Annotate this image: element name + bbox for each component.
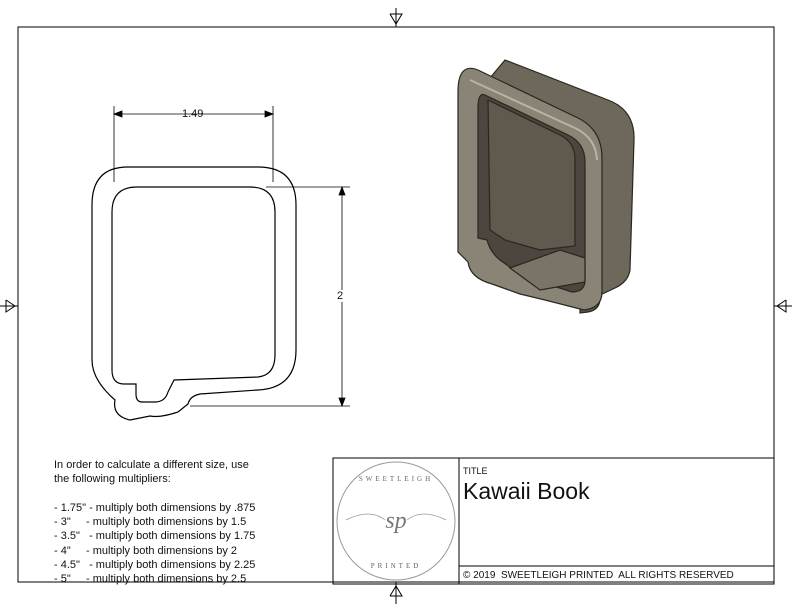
copyright-text: © 2019 SWEETLEIGH PRINTED ALL RIGHTS RES… <box>463 570 734 581</box>
sweetleigh-logo: SWEETLEIGH PRINTED sp <box>336 461 456 581</box>
width-dimension-label: 1.49 <box>182 108 204 120</box>
top-center-marker <box>389 8 403 27</box>
notes-spacer <box>54 487 255 501</box>
multiplier-line: - 1.75" - multiply both dimensions by .8… <box>54 501 256 514</box>
left-center-marker <box>0 299 18 313</box>
title-block <box>332 457 775 585</box>
right-center-marker <box>774 299 792 313</box>
cutter-outline-2d <box>91 166 297 421</box>
notes-intro-line: In order to calculate a different size, … <box>54 459 249 471</box>
drawing-title: Kawaii Book <box>463 478 590 504</box>
cutter-3d-render <box>457 59 635 314</box>
height-dimension-label: 2 <box>337 290 344 302</box>
multiplier-line: - 4.5" - multiply both dimensions by 2.2… <box>54 559 256 572</box>
svg-text:PRINTED: PRINTED <box>371 562 422 570</box>
height-dimension <box>190 185 350 408</box>
bottom-center-marker <box>389 582 403 604</box>
multiplier-line: - 3" - multiply both dimensions by 1.5 <box>54 516 247 529</box>
size-notes: In order to calculate a different size, … <box>54 458 255 587</box>
notes-intro-line: the following multipliers: <box>54 473 171 486</box>
multiplier-line: - 5" - multiply both dimensions by 2.5 <box>54 573 247 586</box>
multiplier-line: - 4" - multiply both dimensions by 2 <box>54 544 238 557</box>
title-label: TITLE <box>463 466 488 476</box>
multiplier-line: - 3.5" - multiply both dimensions by 1.7… <box>54 530 256 543</box>
width-dimension <box>112 106 275 182</box>
svg-text:sp: sp <box>385 508 406 534</box>
svg-text:SWEETLEIGH: SWEETLEIGH <box>359 475 433 483</box>
